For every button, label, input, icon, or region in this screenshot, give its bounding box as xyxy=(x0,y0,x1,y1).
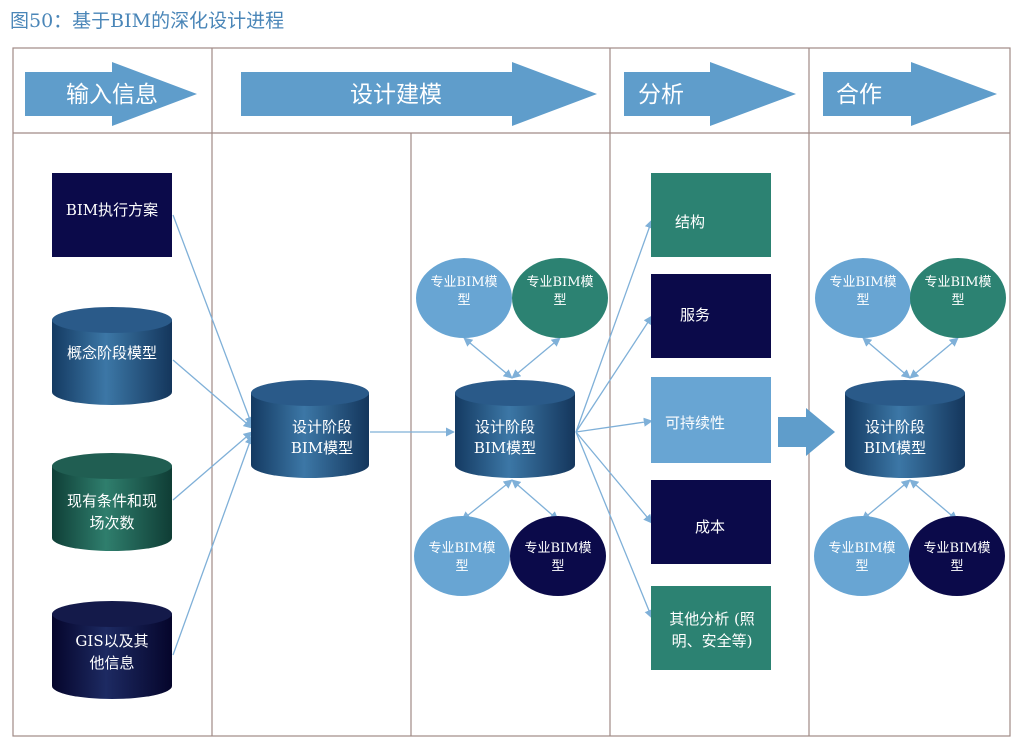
svg-text:专业BIM模: 专业BIM模 xyxy=(431,275,498,290)
svg-text:型: 型 xyxy=(457,293,470,308)
svg-text:专业BIM模: 专业BIM模 xyxy=(924,541,991,556)
svg-text:设计阶段: 设计阶段 xyxy=(292,418,352,436)
svg-text:型: 型 xyxy=(551,559,564,574)
figure-title: 图50：基于BIM的深化设计进程 xyxy=(10,10,285,32)
connector-lines xyxy=(172,214,959,656)
svg-text:型: 型 xyxy=(950,559,963,574)
svg-text:概念阶段模型: 概念阶段模型 xyxy=(67,344,157,362)
svg-text:设计阶段: 设计阶段 xyxy=(475,418,535,436)
specialty-model-right-bottom-left: 专业BIM模 型 xyxy=(814,516,910,596)
svg-text:他信息: 他信息 xyxy=(89,654,134,672)
svg-text:型: 型 xyxy=(856,293,869,308)
analysis-structure-box: 结构 xyxy=(651,173,771,257)
design-model-cylinder-3: 设计阶段 BIM模型 xyxy=(845,380,965,478)
svg-text:BIM模型: BIM模型 xyxy=(291,439,353,457)
svg-text:其他分析 (照: 其他分析 (照 xyxy=(669,610,755,628)
header-analysis-label: 分析 xyxy=(638,82,684,108)
analysis-other-box: 其他分析 (照 明、安全等) xyxy=(651,586,771,670)
svg-text:BIM模型: BIM模型 xyxy=(864,439,926,457)
input-concept-model-cylinder: 概念阶段模型 xyxy=(52,307,172,405)
analysis-cost-box: 成本 xyxy=(651,480,771,564)
svg-text:现有条件和现: 现有条件和现 xyxy=(67,492,157,510)
specialty-model-right-top-right: 专业BIM模 型 xyxy=(910,258,1006,338)
svg-text:场次数: 场次数 xyxy=(89,514,134,532)
design-model-cylinder-2: 设计阶段 BIM模型 xyxy=(455,380,575,478)
svg-text:型: 型 xyxy=(553,293,566,308)
svg-text:明、安全等): 明、安全等) xyxy=(672,632,753,650)
svg-text:设计阶段: 设计阶段 xyxy=(865,418,925,436)
header-arrow-modeling: 设计建模 xyxy=(241,62,597,126)
analysis-service-box: 服务 xyxy=(651,274,771,358)
svg-text:型: 型 xyxy=(855,559,868,574)
input-existing-conditions-cylinder: 现有条件和现 场次数 xyxy=(52,453,172,551)
svg-text:专业BIM模: 专业BIM模 xyxy=(525,541,592,556)
header-input-label: 输入信息 xyxy=(66,82,158,108)
specialty-model-right-top-left: 专业BIM模 型 xyxy=(815,258,911,338)
transfer-arrow xyxy=(778,408,835,456)
svg-text:服务: 服务 xyxy=(680,306,710,324)
specialty-model-mid-top-right: 专业BIM模 型 xyxy=(512,258,608,338)
svg-text:专业BIM模: 专业BIM模 xyxy=(527,275,594,290)
svg-text:专业BIM模: 专业BIM模 xyxy=(829,541,896,556)
svg-text:型: 型 xyxy=(455,559,468,574)
diagram-frame xyxy=(12,47,1011,737)
specialty-model-mid-bottom-left: 专业BIM模 型 xyxy=(414,516,510,596)
header-arrow-input: 输入信息 xyxy=(25,62,197,126)
svg-text:专业BIM模: 专业BIM模 xyxy=(830,275,897,290)
specialty-model-mid-bottom-right: 专业BIM模 型 xyxy=(510,516,606,596)
svg-text:成本: 成本 xyxy=(695,518,725,536)
specialty-model-mid-top-left: 专业BIM模 型 xyxy=(416,258,512,338)
header-arrow-analysis: 分析 xyxy=(624,62,796,126)
header-arrow-cooperation: 合作 xyxy=(823,62,997,126)
header-cooperation-label: 合作 xyxy=(836,82,882,108)
header-modeling-label: 设计建模 xyxy=(350,82,442,108)
svg-text:可持续性: 可持续性 xyxy=(665,414,725,432)
svg-text:BIM执行方案: BIM执行方案 xyxy=(66,201,158,219)
input-gis-cylinder: GIS以及其 他信息 xyxy=(52,601,172,699)
svg-text:专业BIM模: 专业BIM模 xyxy=(429,541,496,556)
svg-text:专业BIM模: 专业BIM模 xyxy=(925,275,992,290)
svg-text:GIS以及其: GIS以及其 xyxy=(75,632,148,650)
svg-text:型: 型 xyxy=(951,293,964,308)
svg-text:BIM模型: BIM模型 xyxy=(474,439,536,457)
analysis-sustainability-box: 可持续性 xyxy=(651,377,771,463)
specialty-model-right-bottom-right: 专业BIM模 型 xyxy=(909,516,1005,596)
svg-text:结构: 结构 xyxy=(675,213,705,231)
design-model-cylinder-1: 设计阶段 BIM模型 xyxy=(251,380,369,478)
input-bim-plan: BIM执行方案 xyxy=(52,173,172,257)
